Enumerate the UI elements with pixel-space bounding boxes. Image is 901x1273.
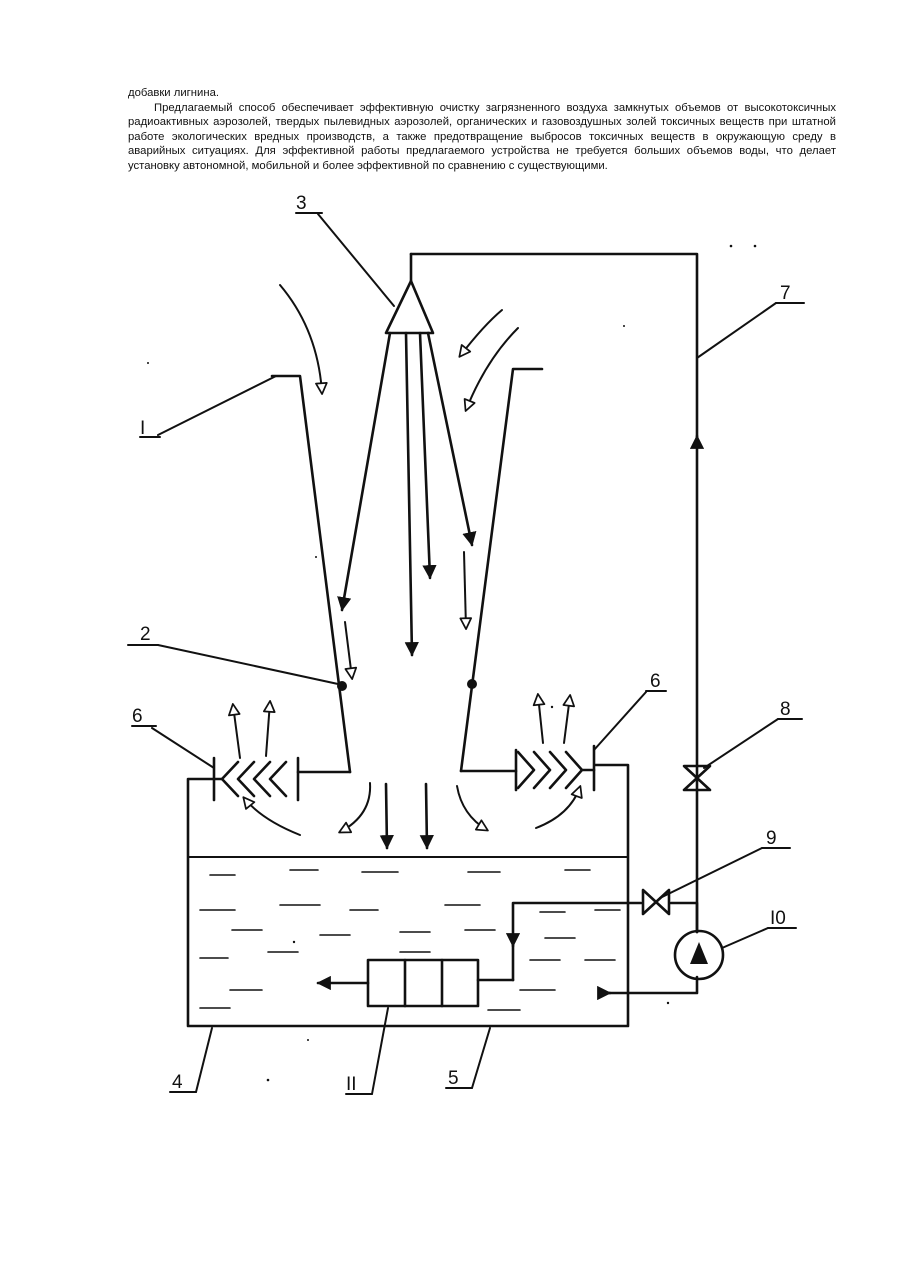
circulation-piping xyxy=(411,254,697,993)
pump xyxy=(675,931,723,979)
valve-bypass xyxy=(643,890,669,914)
label-nozzle: 3 xyxy=(296,193,307,214)
label-pump: I0 xyxy=(770,908,786,929)
label-tank: 4 xyxy=(172,1072,183,1093)
label-separator-left: 6 xyxy=(132,706,143,727)
tank xyxy=(188,765,628,1026)
label-water: 5 xyxy=(448,1068,459,1089)
label-separator-right: 6 xyxy=(650,671,661,692)
sensors xyxy=(337,679,477,691)
label-valve-bypass: 9 xyxy=(766,828,777,849)
spray-jets xyxy=(342,333,472,655)
nozzle xyxy=(386,281,433,333)
separator-right xyxy=(516,746,594,790)
separator-left xyxy=(214,758,298,800)
label-sensor: 2 xyxy=(140,624,151,645)
water-dashes xyxy=(200,870,620,1010)
label-valve-main: 8 xyxy=(780,699,791,720)
filter-block xyxy=(318,960,478,1006)
label-pipe: 7 xyxy=(780,283,791,304)
label-filter: II xyxy=(346,1074,357,1095)
label-housing: I xyxy=(140,418,145,439)
